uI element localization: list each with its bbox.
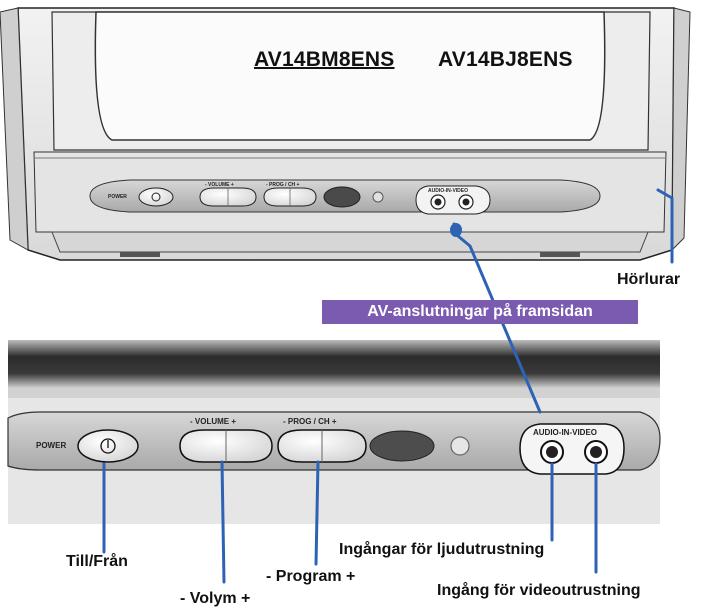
volume-callout: - Volym + xyxy=(180,590,251,607)
power-callout: Till/Från xyxy=(66,553,128,570)
video-input-callout: Ingång för videoutrustning xyxy=(437,582,641,599)
tv-overview xyxy=(0,7,691,261)
program-callout: - Program + xyxy=(266,568,356,585)
power-button-top xyxy=(138,187,174,207)
prog-label-top: - PROG / CH + xyxy=(266,182,300,188)
volume-label-top: - VOLUME + xyxy=(205,182,234,188)
tv-right-side xyxy=(671,7,691,252)
model-number-2: AV14BJ8ENS xyxy=(438,48,573,71)
leader-lines xyxy=(102,188,674,584)
led-zoom xyxy=(450,436,470,456)
volume-label-zoom: - VOLUME + xyxy=(190,417,237,426)
tv-screen xyxy=(94,11,606,141)
tv-base xyxy=(51,231,649,253)
prog-label-zoom: - PROG / CH + xyxy=(283,417,337,426)
av-label-zoom: AUDIO-IN-VIDEO xyxy=(533,428,597,437)
power-label-zoom: POWER xyxy=(36,441,67,450)
power-icon-top xyxy=(151,192,161,202)
av-pointer-top xyxy=(450,223,462,237)
headphones-callout: Hörlurar xyxy=(617,271,681,288)
ir-sensor-top xyxy=(323,186,361,208)
model-number-1: AV14BM8ENS xyxy=(254,48,395,71)
zoom-dark-bar xyxy=(8,340,660,388)
power-icon-zoom xyxy=(100,438,116,454)
audio-inputs-callout: Ingångar för ljudutrustning xyxy=(339,541,545,558)
leader-volume xyxy=(220,460,226,584)
front-av-banner: AV-anslutningar på framsidan xyxy=(322,300,638,324)
ir-sensor-zoom xyxy=(369,430,435,462)
power-label-top: POWER xyxy=(108,194,127,200)
leader-headphones xyxy=(656,188,674,264)
av-label-top: AUDIO-IN-VIDEO xyxy=(428,188,468,194)
tv-left-side xyxy=(0,7,29,251)
leader-program xyxy=(314,460,320,566)
led-top xyxy=(372,191,384,203)
